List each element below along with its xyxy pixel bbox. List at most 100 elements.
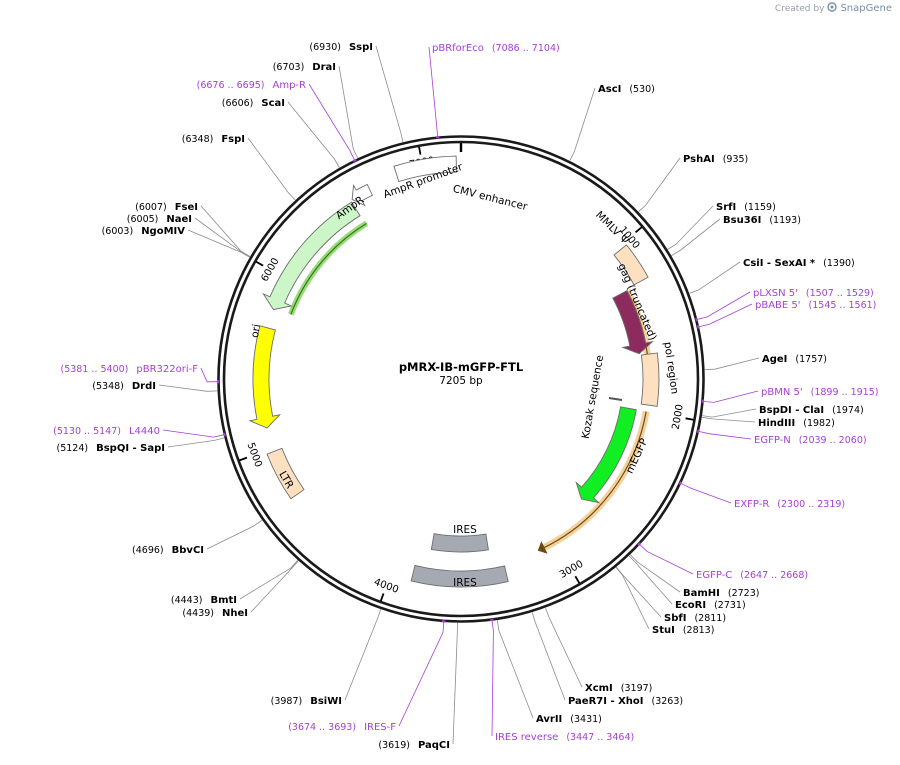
site-label-sbfi[interactable]: SbfI(2811) <box>664 613 726 624</box>
site-label-srfi[interactable]: SrfI(1159) <box>716 202 776 213</box>
primer-position: (5381 .. 5400) <box>61 364 129 375</box>
site-label-fsei[interactable]: FseI(6007) <box>135 202 198 213</box>
feature-pol-region[interactable] <box>640 352 660 407</box>
site-label-bamhi[interactable]: BamHI (2723) <box>683 588 759 599</box>
site-name: PaqCI <box>418 740 450 751</box>
site-label-scai[interactable]: ScaI(6606) <box>222 98 285 109</box>
site-label-drdi[interactable]: DrdI(5348) <box>92 381 156 392</box>
site-position: (1982) <box>803 418 835 429</box>
primer-position: (6676 .. 6695) <box>197 80 265 91</box>
site-label-stui[interactable]: StuI(2813) <box>652 625 714 636</box>
feature-ltr[interactable] <box>266 447 305 500</box>
primer-marker <box>222 432 226 437</box>
site-label-paqci[interactable]: PaqCI(3619) <box>378 740 450 751</box>
primer-label-egfp-c[interactable]: EGFP-C(2647 .. 2668) <box>696 570 808 581</box>
primer-position: (2647 .. 2668) <box>740 570 808 581</box>
snapgene-logo-icon <box>827 2 838 15</box>
site-label-avrii[interactable]: AvrII(3431) <box>536 714 602 725</box>
site-leader-line <box>200 205 251 257</box>
site-position: (6930) <box>309 42 341 53</box>
feature-cmv-enhancer[interactable] <box>393 155 457 183</box>
primer-label-plxsn-5[interactable]: pLXSN 5'(1507 .. 1529) <box>753 288 874 299</box>
site-labels: AscI(530) PshAI(935) SrfI(1159) Bsu36I(1193… <box>53 42 878 751</box>
feature-label-pol-region: pol region <box>661 341 680 395</box>
site-position: (6348) <box>182 134 214 145</box>
site-label-drai[interactable]: DraI(6703) <box>273 62 336 73</box>
site-label-ecori[interactable]: EcoRI(2731) <box>675 600 746 611</box>
site-leader-line <box>338 65 358 159</box>
feature-ires[interactable] <box>410 564 509 588</box>
feature-megfp[interactable] <box>575 406 637 504</box>
primer-label-amp-r[interactable]: Amp-R(6676 .. 6695) <box>197 80 306 91</box>
site-label-xcmi[interactable]: XcmI(3197) <box>585 683 652 694</box>
site-label-bsiwi[interactable]: BsiWI(3987) <box>271 696 342 707</box>
site-label-paer7i-xhoi[interactable]: PaeR7I - XhoI(3263) <box>568 696 683 707</box>
primer-label-ires-reverse[interactable]: IRES reverse(3447 .. 3464) <box>495 732 634 743</box>
site-label-pshai[interactable]: PshAI(935) <box>683 154 748 165</box>
site-leader-line <box>569 87 596 161</box>
feature-gag-truncated[interactable] <box>612 290 655 355</box>
primer-name: EGFP-N <box>754 435 791 446</box>
primer-label-egfp-n[interactable]: EGFP-N(2039 .. 2060) <box>754 435 867 446</box>
tick-mark <box>685 417 694 421</box>
site-position: (3431) <box>570 714 602 725</box>
site-leader-line <box>531 612 566 701</box>
site-position: (6606) <box>222 98 254 109</box>
plasmid-backbone <box>217 135 705 623</box>
tick-mark <box>574 575 581 584</box>
site-label-bsu36i[interactable]: Bsu36I(1193) <box>723 215 801 226</box>
site-name: SrfI <box>716 202 736 213</box>
site-label-hindiii[interactable]: HindIII(1982) <box>758 418 835 429</box>
feature-kozak-sequence <box>608 397 623 401</box>
feature-ires[interactable] <box>430 533 489 553</box>
primer-leader-line <box>308 83 355 160</box>
site-leader-line <box>638 157 681 212</box>
site-label-bbvci[interactable]: BbvCI(4696) <box>132 545 204 556</box>
site-position: (4696) <box>132 545 164 556</box>
feature-ori[interactable] <box>248 325 282 429</box>
primer-name: pBRforEco <box>432 43 484 54</box>
site-label-bspdi-clai[interactable]: BspDI - ClaI(1974) <box>759 405 864 416</box>
primer-label-pbrforeco[interactable]: pBRforEco(7086 .. 7104) <box>432 43 560 54</box>
feature-mmlv[interactable] <box>613 244 649 286</box>
primer-marker <box>678 481 683 486</box>
site-leader-line <box>630 554 681 593</box>
primer-label-ires-f[interactable]: IRES-F(3674 .. 3693) <box>288 722 396 733</box>
site-label-ngomiv[interactable]: NgoMIV(6003) <box>102 226 186 237</box>
site-name: FspI <box>221 134 245 145</box>
feature-label-kozak-sequence: Kozak sequence <box>580 354 607 440</box>
primer-label-pbmn-5[interactable]: pBMN 5'(1899 .. 1915) <box>761 387 878 398</box>
site-position: (1193) <box>769 215 801 226</box>
primer-label-pbabe-5[interactable]: pBABE 5'(1545 .. 1561) <box>755 300 876 311</box>
primer-label-l4440[interactable]: L4440(5130 .. 5147) <box>53 426 160 437</box>
site-name: BamHI <box>683 588 720 599</box>
site-position: (2723) <box>728 588 760 599</box>
site-label-agei[interactable]: AgeI(1757) <box>762 354 827 365</box>
site-label-bmti[interactable]: BmtI(4443) <box>171 595 237 606</box>
site-label-csii-sexai[interactable]: CsiI - SexAI *(1390) <box>743 258 855 269</box>
primer-leader-line <box>703 390 759 403</box>
site-label-asci[interactable]: AscI(530) <box>598 84 655 95</box>
tick-mark <box>379 593 385 602</box>
site-label-bspqi-sapi[interactable]: BspQI - SapI(5124) <box>57 443 166 454</box>
site-leader-line <box>247 137 296 201</box>
primer-position: (1545 .. 1561) <box>809 300 877 311</box>
site-leader-line <box>158 384 218 392</box>
site-label-naei[interactable]: NaeI(6005) <box>127 214 192 225</box>
site-label-sspi[interactable]: SspI(6930) <box>309 42 373 53</box>
site-leader-line <box>194 217 250 258</box>
feature-ampr-promoter[interactable] <box>351 183 374 207</box>
primer-marker <box>637 542 642 547</box>
primer-name: L4440 <box>129 426 160 437</box>
site-label-nhei[interactable]: NheI(4439) <box>182 608 248 619</box>
site-name: PaeR7I - XhoI <box>568 696 644 707</box>
primer-label-exfp-r[interactable]: EXFP-R(2300 .. 2319) <box>734 499 845 510</box>
site-name: PshAI <box>683 154 715 165</box>
feature-ampr[interactable] <box>262 201 361 311</box>
tick-mark <box>255 260 264 267</box>
site-label-fspi[interactable]: FspI (6348) <box>182 134 245 145</box>
primer-label-pbr322ori-f[interactable]: pBR322ori-F(5381 .. 5400) <box>61 364 199 375</box>
primer-name: EXFP-R <box>734 499 769 510</box>
site-leader-line <box>701 416 756 423</box>
site-name: NheI <box>222 608 248 619</box>
